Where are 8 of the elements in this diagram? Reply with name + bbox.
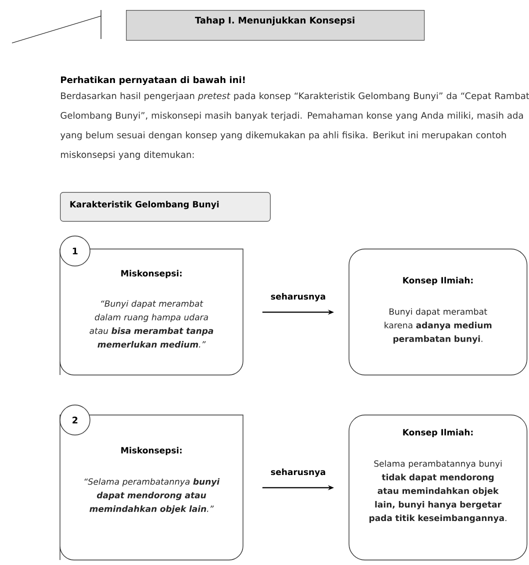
edge-label: seharusnya [270, 292, 327, 302]
paragraph: Berdasarkan hasil pengerjaan pretest pada konsep “Karakteristik Gelombang Bunyi” da “Cepat Rambat Gelombang Bunyi”, miskonsepi masih banyak terjadi. Pemahaman konse yang Anda miliki, masih ada yang belum sesuai dengan konsep yang dikemukakan pa ahli fisika. Berikut ini merupakan contoh miskonsepsi yang ditemukan: [60, 92, 529, 160]
concept-card: Konsep Ilmiah: Bunyi dapat merambat karena adanya medium perambatan bunyi. [348, 248, 528, 376]
title-box: Tahap I. Menunjukkan Konsepsi [126, 10, 425, 41]
edge-label: seharusnya [270, 468, 327, 478]
heading: Perhatikan pernyataan di bawah ini! [61, 76, 245, 85]
section-heading-box: Karakteristik Gelombang Bunyi [60, 192, 271, 222]
concept-card: Konsep Ilmiah: Selama perambatannya bunyi tidak dapat mendorong atau memindahkan objek lain, bunyi hanya bergetar pada titik keseimbangannya. [348, 414, 528, 560]
